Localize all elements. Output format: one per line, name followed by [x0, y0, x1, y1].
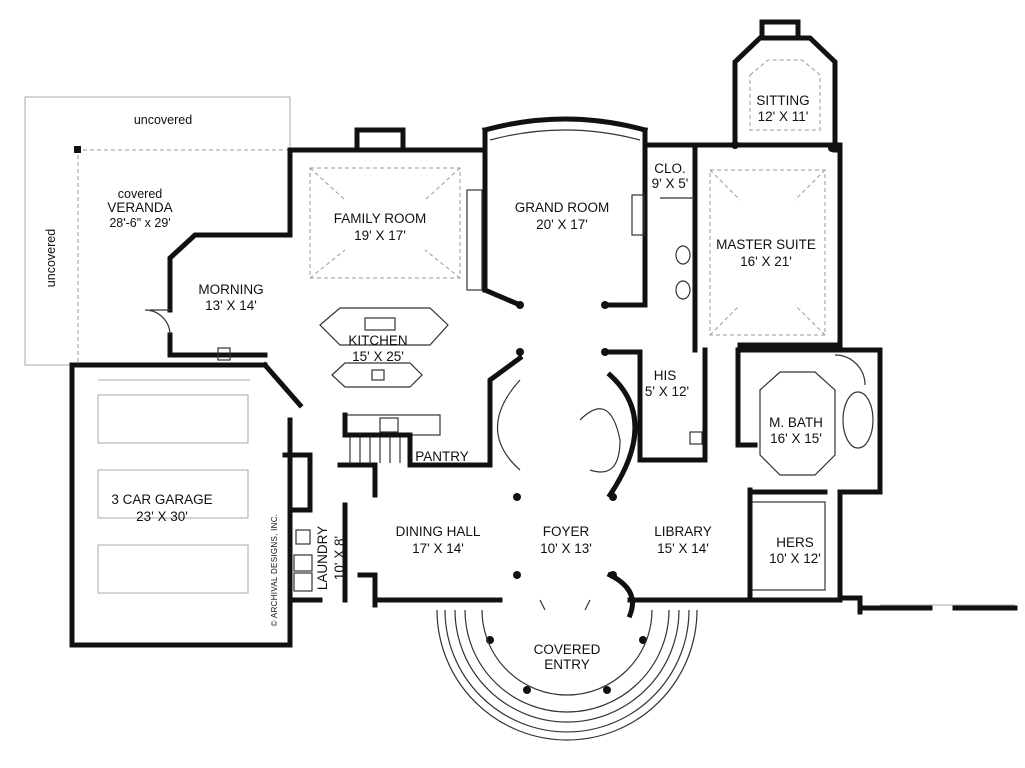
master-suite-name: MASTER SUITE: [716, 237, 816, 252]
library-name: LIBRARY: [654, 524, 712, 539]
morning-name: MORNING: [198, 282, 263, 297]
stairs: [349, 437, 401, 463]
copyright-notice: © ARCHIVAL DESIGNS, INC.: [270, 514, 279, 627]
library-size: 15' X 14': [657, 541, 709, 556]
dining-hall-size: 17' X 14': [412, 541, 464, 556]
family-room-name: FAMILY ROOM: [334, 211, 427, 226]
garage-name: 3 CAR GARAGE: [111, 492, 212, 507]
covered-entry-steps: [436, 609, 698, 741]
columns: [486, 301, 647, 694]
grand-room-walls: [466, 116, 649, 309]
sitting-size: 12' X 11': [758, 109, 809, 124]
uncovered-label-side: uncovered: [44, 229, 58, 287]
veranda-name: VERANDA: [107, 200, 172, 215]
garage-size: 23' X 30': [136, 509, 188, 524]
covered-entry-name: COVERED: [534, 642, 601, 657]
laundry-name: LAUNDRY: [315, 526, 330, 590]
laundry-walls: [282, 452, 378, 608]
closet-size: 9' X 5': [652, 176, 689, 191]
laundry-size: 10' X 8': [332, 536, 347, 580]
covered-entry-name-2: ENTRY: [544, 657, 590, 672]
kitchen-size: 15' X 25': [352, 349, 404, 364]
kitchen-name: KITCHEN: [348, 333, 407, 348]
foyer-name: FOYER: [543, 524, 590, 539]
veranda-outline: [74, 146, 290, 365]
grand-room-size: 20' X 17': [536, 217, 588, 232]
his-size: 5' X 12': [645, 384, 689, 399]
pantry-name: PANTRY: [415, 449, 469, 464]
sitting-walls: [731, 19, 838, 153]
closet-name: CLO.: [654, 161, 686, 176]
family-room-size: 19' X 17': [354, 228, 406, 243]
master-bath-name: M. BATH: [769, 415, 823, 430]
his-closet-walls: [607, 347, 708, 463]
veranda-qualifier: covered: [118, 187, 163, 201]
master-suite-walls: [692, 142, 843, 348]
west-wing-walls: [144, 127, 488, 498]
sitting-name: SITTING: [756, 93, 809, 108]
uncovered-label-top: uncovered: [134, 113, 192, 127]
garage-walls: [69, 361, 304, 648]
veranda-size: 28'-6" x 29': [109, 216, 170, 230]
foyer-size: 10' X 13': [540, 541, 592, 556]
morning-size: 13' X 14': [205, 298, 257, 313]
hers-name: HERS: [776, 535, 814, 550]
his-name: HIS: [654, 368, 677, 383]
uncovered-patio-outline: [24, 96, 291, 366]
dining-hall-name: DINING HALL: [396, 524, 481, 539]
hers-size: 10' X 12': [769, 551, 821, 566]
master-suite-size: 16' X 21': [740, 254, 792, 269]
east-terrace-walls: [837, 595, 1018, 615]
master-bath-size: 16' X 15': [770, 431, 822, 446]
main-hall-walls: [372, 354, 753, 619]
grand-room-name: GRAND ROOM: [515, 200, 610, 215]
